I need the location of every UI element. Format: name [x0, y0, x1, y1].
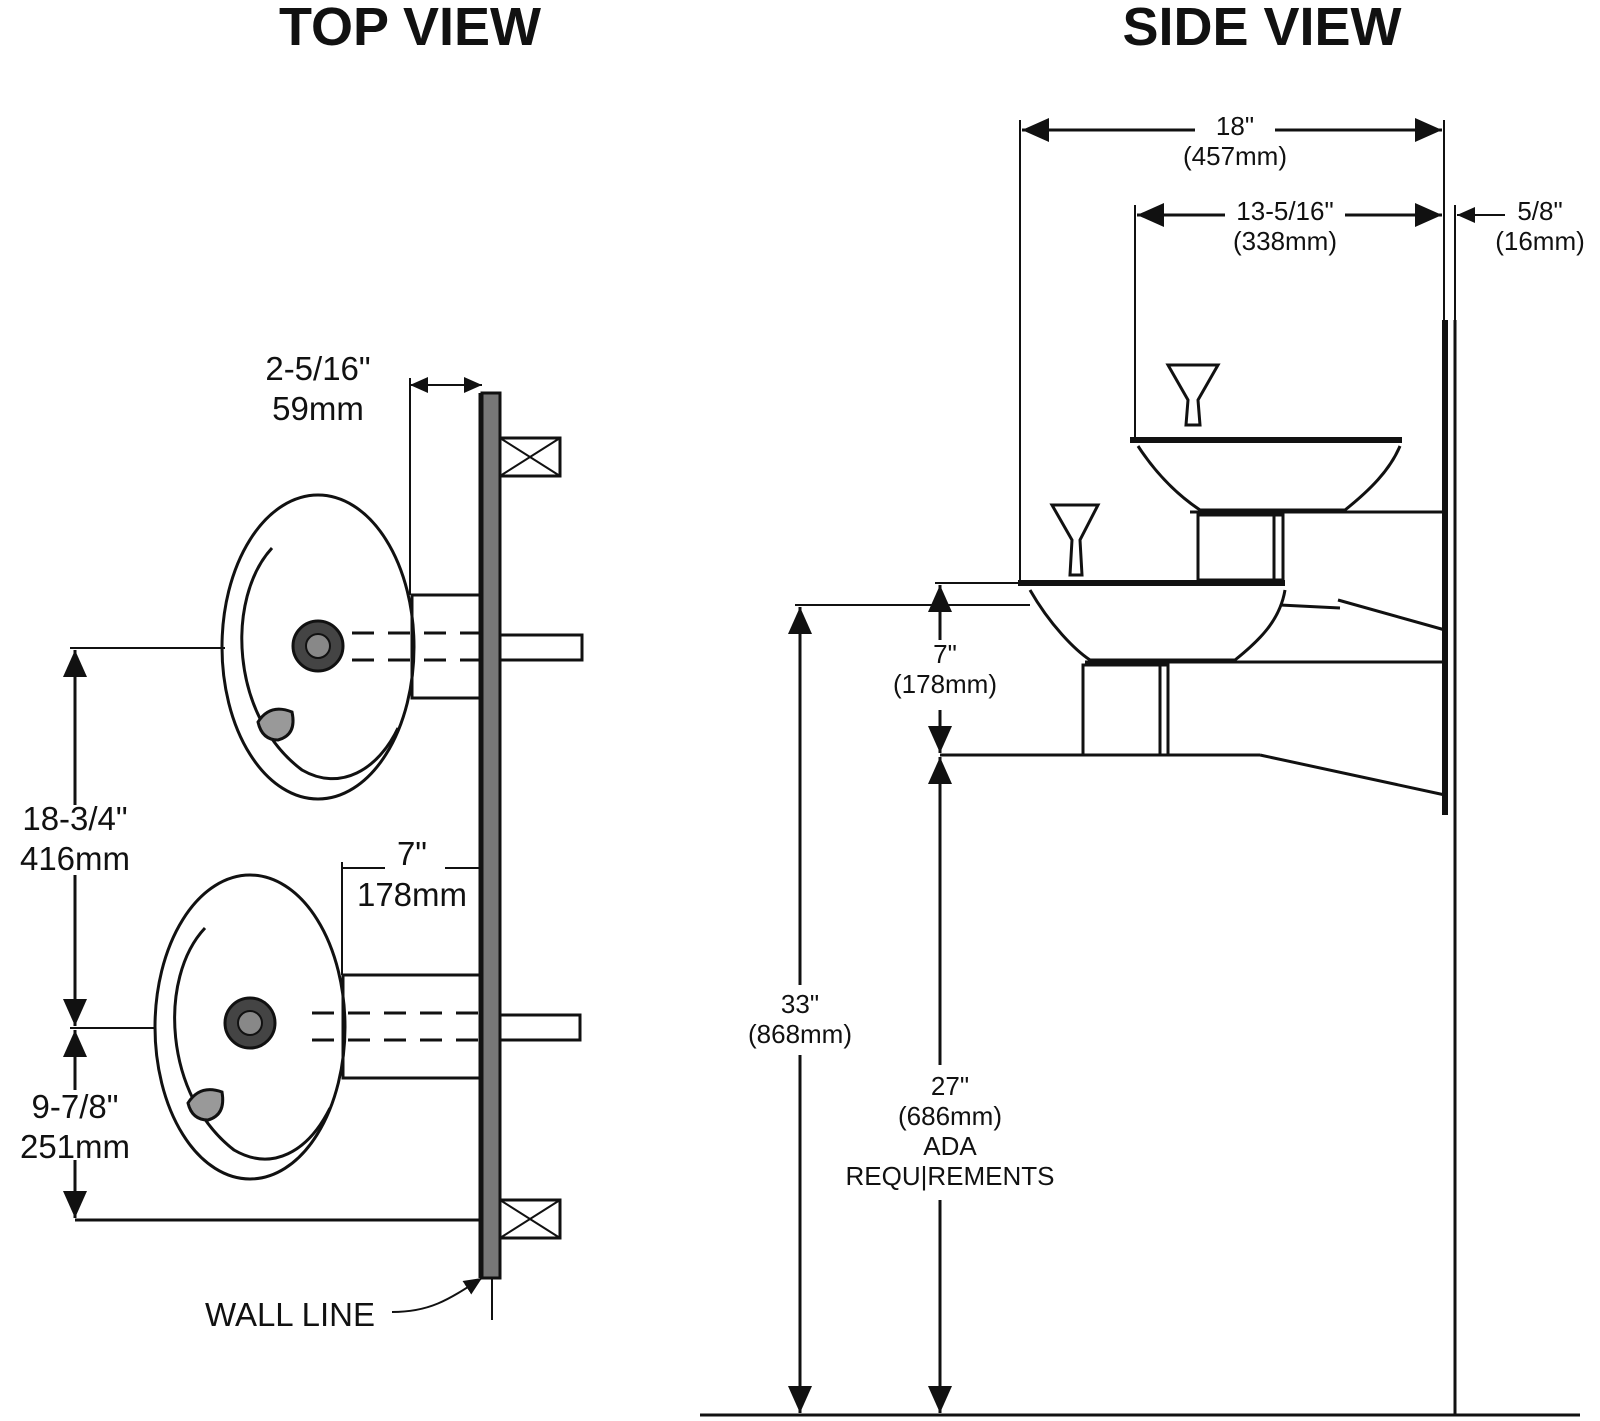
side-dim-low-rim-metric: (686mm): [898, 1101, 1002, 1131]
top-upper-bowl: [220, 493, 584, 801]
top-dim-offset-metric: 178mm: [357, 876, 467, 913]
side-view: SIDE VIEW: [700, 0, 1585, 1417]
side-dim-overall-depth-imperial: 18": [1216, 111, 1254, 141]
top-dim-spout-to-wall-metric: 59mm: [272, 390, 364, 427]
side-dim-bowl-depth: 13-5/16" (338mm): [1134, 196, 1442, 440]
top-wall-plate: [478, 391, 502, 1320]
top-dim-spout-to-wall-imperial: 2-5/16": [265, 350, 370, 387]
wall-line-callout: WALL LINE: [205, 1277, 483, 1333]
side-dim-bowl-depth-metric: (338mm): [1233, 226, 1337, 256]
side-dim-overall-depth: 18" (457mm): [1019, 111, 1445, 583]
side-dim-high-rim-metric: (868mm): [748, 1019, 852, 1049]
side-dim-high-rim-imperial: 33": [781, 989, 819, 1019]
side-view-title: SIDE VIEW: [1122, 0, 1401, 57]
side-dim-low-rim-imperial: 27": [931, 1071, 969, 1101]
top-dim-bowl-spacing-imperial: 18-3/4": [22, 800, 127, 837]
top-dim-lower-to-base: 9-7/8" 251mm: [20, 1030, 130, 1218]
wall-line-label: WALL LINE: [205, 1296, 375, 1333]
side-dim-low-rim-note-requirements: REQU|REMENTS: [846, 1161, 1055, 1191]
top-dim-spout-to-wall: 2-5/16" 59mm: [265, 350, 482, 595]
top-dim-lower-to-base-imperial: 9-7/8": [32, 1088, 119, 1125]
side-dim-overall-depth-metric: (457mm): [1183, 141, 1287, 171]
side-dim-bowl-depth-imperial: 13-5/16": [1236, 196, 1333, 226]
top-dim-bowl-spacing: 18-3/4" 416mm: [20, 650, 130, 1026]
top-view: TOP VIEW: [20, 0, 584, 1333]
top-view-title: TOP VIEW: [279, 0, 541, 57]
side-dim-low-rim-note-ada: ADA: [923, 1131, 977, 1161]
side-dim-wall-plate: 5/8" (16mm): [1454, 196, 1585, 320]
side-dim-bowl-height-imperial: 7": [933, 639, 957, 669]
top-dim-lower-to-base-metric: 251mm: [20, 1128, 130, 1165]
top-mount-bracket-lower: [498, 1198, 562, 1240]
side-dim-low-rim: 27" (686mm) ADA REQU|REMENTS: [846, 757, 1055, 1413]
side-dim-wall-plate-metric: (16mm): [1495, 226, 1585, 256]
side-upper-bowl: [1130, 363, 1446, 632]
top-dim-offset-imperial: 7": [397, 835, 427, 872]
side-dim-bowl-height: 7" (178mm): [893, 585, 997, 753]
top-dim-bowl-spacing-metric: 416mm: [20, 840, 130, 877]
top-dim-offset: 7" 178mm: [341, 835, 482, 975]
side-lower-bowl: [940, 503, 1446, 797]
side-dim-wall-plate-imperial: 5/8": [1517, 196, 1562, 226]
side-dim-high-rim: 33" (868mm): [748, 607, 852, 1413]
top-mount-bracket-upper: [498, 436, 562, 478]
top-lower-bowl: [153, 873, 582, 1181]
side-dim-bowl-height-metric: (178mm): [893, 669, 997, 699]
